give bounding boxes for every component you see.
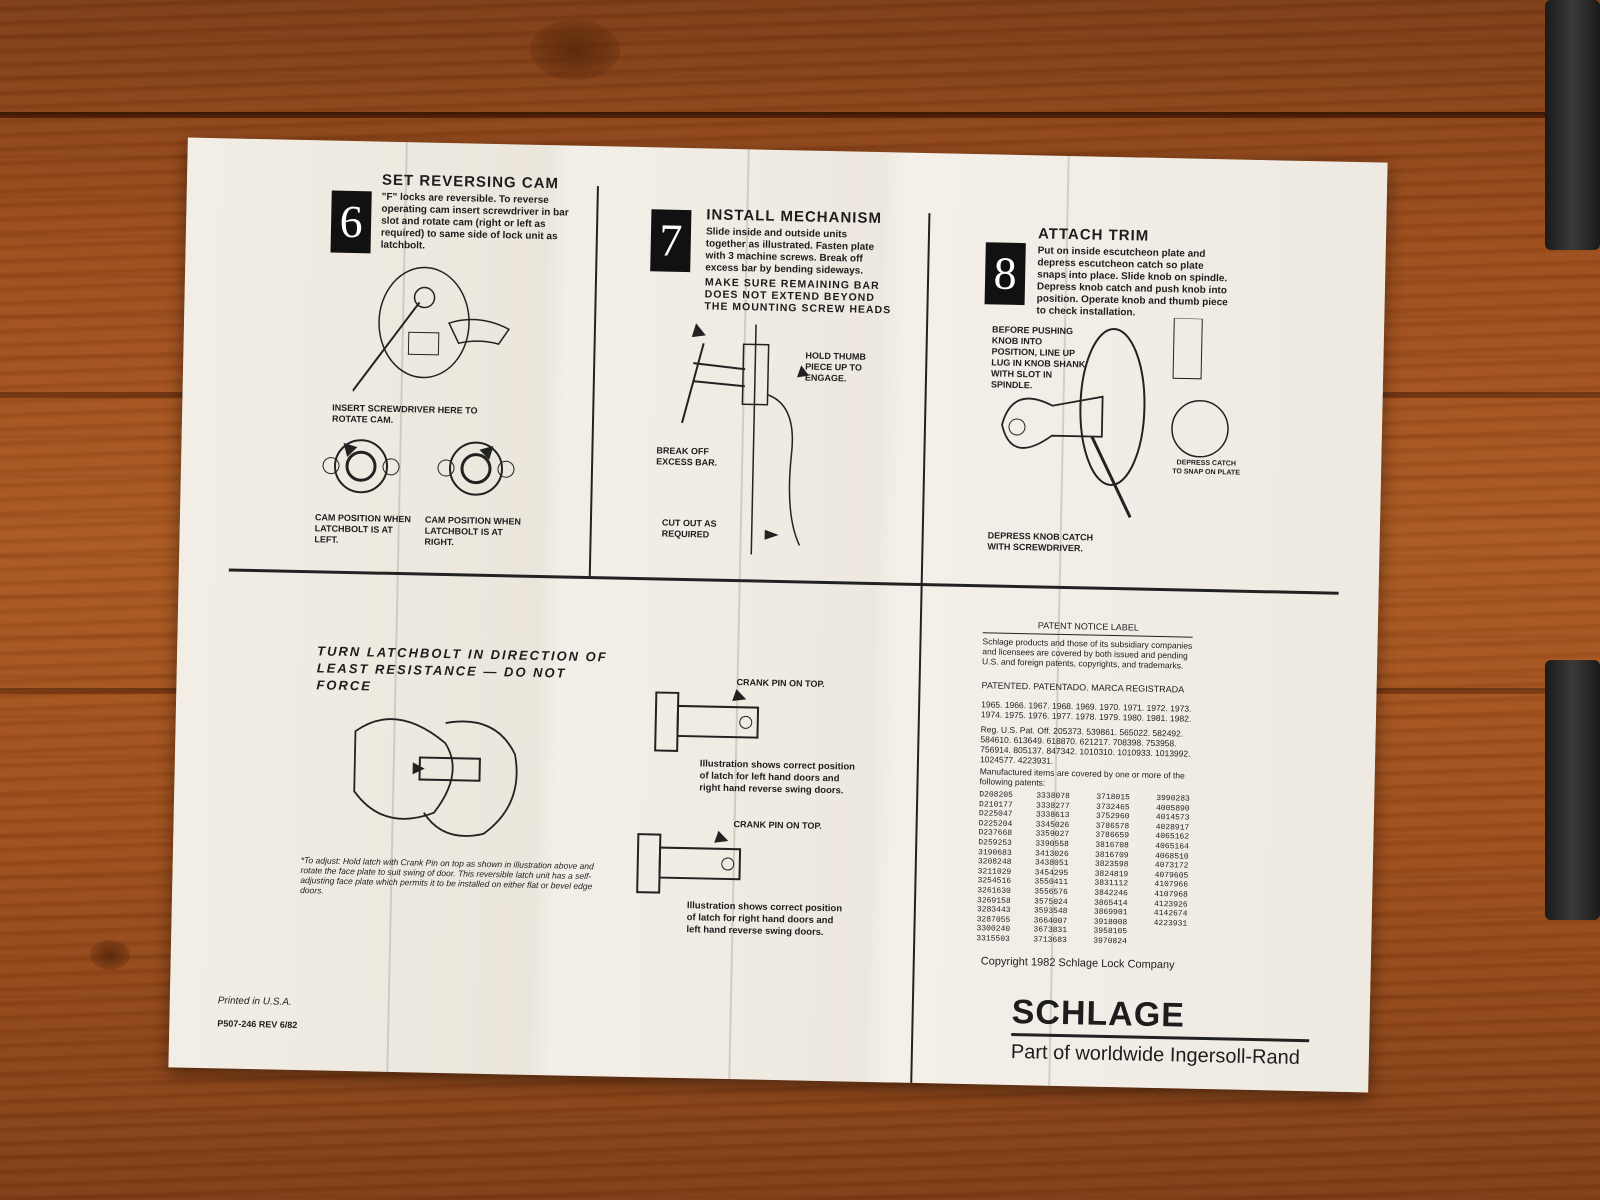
step-6-number: 6 <box>330 190 372 254</box>
step-6-text: "F" locks are reversible. To reverse ope… <box>380 191 569 252</box>
adjust-note: *To adjust: Hold latch with Crank Pin on… <box>300 855 594 896</box>
patent-column-4: 3990283 4005890 4014573 4028917 4065162 … <box>1153 793 1190 929</box>
patent-intro: Schlage products and those of its subsid… <box>981 636 1193 671</box>
hinge-hardware <box>1545 0 1600 250</box>
step-7-warning: Make sure remaining bar does not extend … <box>704 276 892 317</box>
patent-heading: PATENT NOTICE LABEL <box>1037 620 1139 633</box>
step-6-title: Set Reversing Cam <box>381 171 560 193</box>
patent-registrations: Reg. U.S. Pat. Off. 205373. 539861. 5650… <box>979 724 1191 766</box>
step-8-text: Put on inside escutcheon plate and depre… <box>1036 245 1228 319</box>
latch-left-illustration <box>654 689 760 752</box>
wood-knot <box>90 940 130 970</box>
depress-catch-caption: Depress catch to snap on plate <box>1172 459 1240 477</box>
before-pushing-caption: Before pushing knob into position, line … <box>990 324 1086 391</box>
cam-illustration <box>352 266 511 392</box>
schlage-logo: SCHLAGE <box>1011 992 1186 1035</box>
column-divider <box>910 213 931 1083</box>
instruction-sheet: 6 Set Reversing Cam "F" locks are revers… <box>168 137 1388 1093</box>
column-divider <box>588 186 599 577</box>
break-off-caption: Break off excess bar. <box>656 445 718 468</box>
step-8-number: 8 <box>984 242 1026 306</box>
latch-right-note: Illustration shows correct position of l… <box>686 900 843 939</box>
latch-hand-illustration <box>353 718 518 837</box>
step-8-title: Attach Trim <box>1037 225 1150 245</box>
patent-column-1: D208205 D210177 D225047 D225204 D237668 … <box>976 790 1013 944</box>
step-7-title: Install Mechanism <box>706 206 883 228</box>
cut-out-caption: Cut out as required <box>661 517 717 540</box>
latch-left-note: Illustration shows correct position of l… <box>699 758 856 797</box>
brand-tagline: Part of worldwide Ingersoll-Rand <box>1010 1040 1301 1070</box>
cam-right-caption: Cam position when latchbolt is at right. <box>424 514 522 548</box>
crank-pin-caption-1: Crank pin on top. <box>736 677 825 689</box>
patent-column-2: 3338078 3338277 3338613 3345026 3359027 … <box>1033 791 1070 946</box>
patent-column-3: 3718015 3732465 3752960 3786578 3786659 … <box>1093 792 1130 947</box>
board-gap <box>0 112 1600 118</box>
hold-thumb-caption: Hold thumb piece up to engage. <box>804 350 867 384</box>
copyright: Copyright 1982 Schlage Lock Company <box>980 955 1175 972</box>
form-code: P507-246 REV 6/82 <box>217 1018 298 1031</box>
insert-screwdriver-caption: Insert screwdriver here to rotate cam. <box>331 402 478 425</box>
mechanism-illustration <box>681 323 810 555</box>
patent-manufactured: Manufactured items are covered by one or… <box>979 766 1185 788</box>
step-7-number: 7 <box>650 209 692 273</box>
wood-knot <box>530 20 620 80</box>
step-7-text: Slide inside and outside units together … <box>705 226 875 277</box>
printed-in: Printed in U.S.A. <box>217 995 292 1008</box>
latch-title: Turn latchbolt in direction of least res… <box>316 643 608 694</box>
cam-left-icon <box>322 439 400 494</box>
depress-knob-caption: Depress knob catch with screwdriver. <box>987 530 1094 554</box>
trim-illustration <box>1001 317 1229 518</box>
section-divider <box>228 568 1339 595</box>
cam-right-icon <box>437 441 515 496</box>
hinge-plate <box>1545 660 1600 920</box>
patent-marks: PATENTED. PATENTADO. MARCA REGISTRADA <box>981 680 1185 695</box>
crank-pin-caption-2: Crank pin on top. <box>733 819 822 831</box>
cam-left-caption: Cam position when latchbolt is at left. <box>314 512 412 545</box>
latch-right-illustration <box>636 830 742 894</box>
